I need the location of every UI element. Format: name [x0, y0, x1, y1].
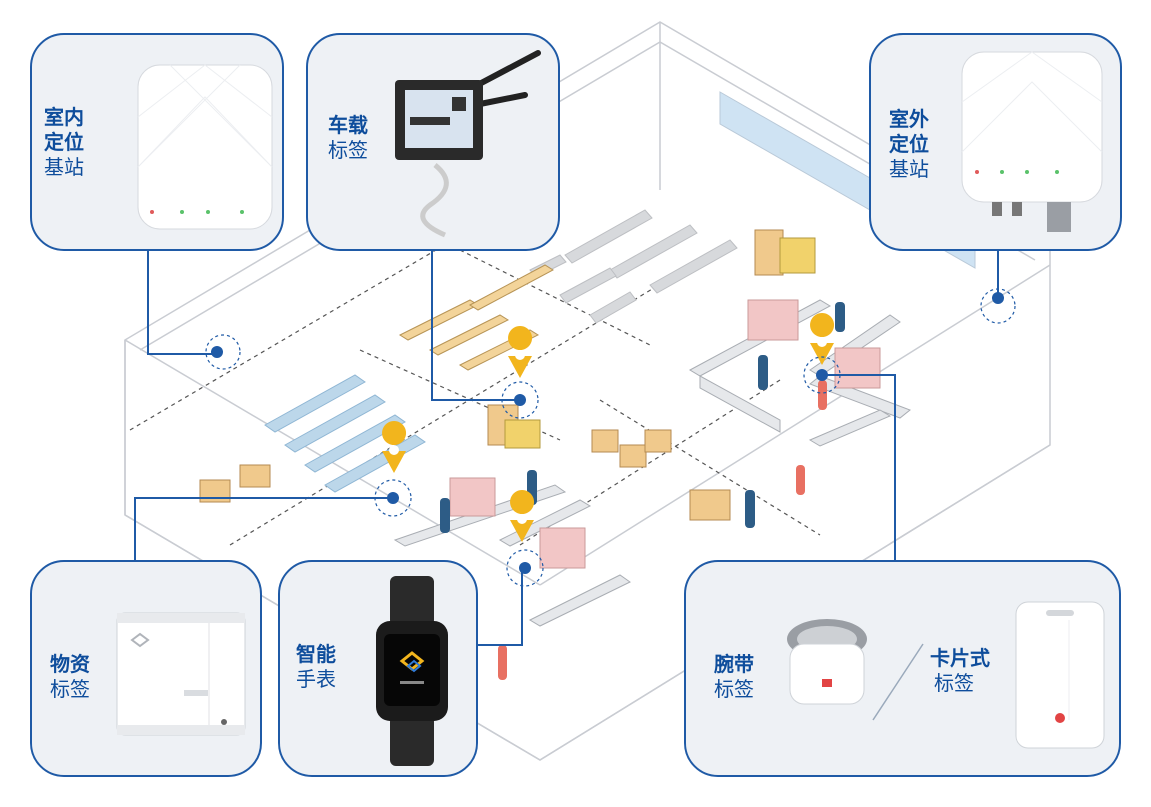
smart-watch-icon: [376, 576, 448, 766]
card-title-line3: 基站: [889, 157, 929, 181]
card-title-line2: 标签: [50, 677, 90, 701]
blue-racks: [264, 374, 426, 493]
location-pin-icon: [382, 421, 407, 473]
grey-racks: [529, 209, 738, 324]
card-title-line1: 室外: [889, 107, 929, 131]
card-title-line2: 标签: [934, 671, 974, 695]
indoor-base-station-icon: [137, 64, 273, 230]
card-title-line1: 卡片式: [930, 646, 990, 670]
connector-lines: [134, 250, 999, 646]
card-vehicle-tag[interactable]: 车载 标签: [306, 33, 560, 251]
outdoor-base-station-icon: [961, 51, 1103, 232]
card-title-line1: 物资: [50, 652, 90, 676]
card-title-line1: 腕带: [714, 652, 754, 676]
location-pins: [382, 313, 835, 542]
card-title-line1: 室内: [44, 105, 84, 129]
card-title-line1: 智能: [296, 642, 336, 666]
card-title-line2: 定位: [889, 132, 929, 156]
shelves: [398, 264, 554, 371]
vehicle-gateway-icon: [395, 50, 541, 238]
card-tag-icon: [1015, 601, 1105, 749]
location-pin-icon: [810, 313, 835, 365]
forklift: [504, 237, 816, 449]
asset-tag-icon: [116, 612, 246, 736]
card-title-line2: 手表: [296, 667, 336, 691]
card-indoor-station[interactable]: 室内 定位 基站: [30, 33, 284, 251]
card-title-line2: 定位: [44, 130, 84, 154]
location-pin-icon: [510, 490, 535, 542]
box-stacks: [199, 229, 784, 521]
card-title-line3: 基站: [44, 155, 84, 179]
card-wearable-tags[interactable]: 腕带 标签 卡片式 标签: [684, 560, 1121, 777]
location-pin-icon: [508, 326, 533, 378]
card-title-line1: 车载: [328, 113, 368, 137]
card-smart-watch[interactable]: 智能 手表: [278, 560, 478, 777]
card-outdoor-station[interactable]: 室外 定位 基站: [869, 33, 1122, 251]
card-title-line2: 标签: [714, 677, 754, 701]
card-asset-tag[interactable]: 物资 标签: [30, 560, 262, 777]
wristband-icon: [787, 619, 867, 705]
divider-slash: [872, 643, 924, 721]
card-title-line2: 标签: [328, 138, 368, 162]
machines: [449, 299, 881, 569]
